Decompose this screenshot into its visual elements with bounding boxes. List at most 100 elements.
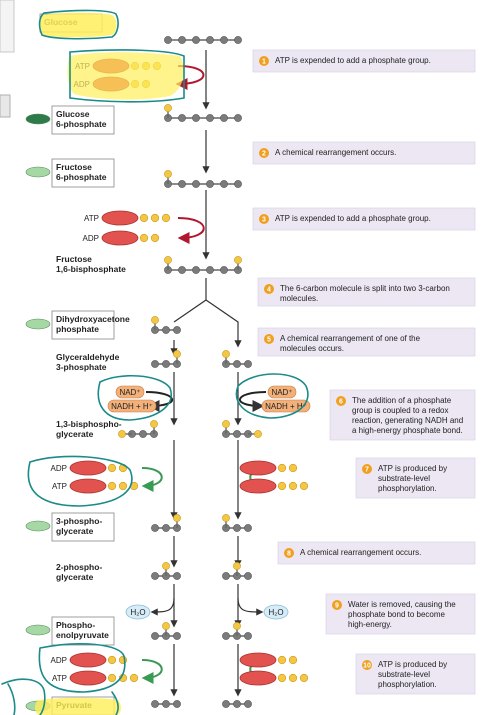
molecule-label-line: Glyceraldehyde — [56, 352, 120, 362]
carbon-atom — [151, 572, 159, 580]
phosphate-group — [118, 430, 126, 438]
carbon-atom — [173, 632, 181, 640]
carbon-atom — [178, 180, 186, 188]
phosphate-group — [234, 256, 242, 264]
step-box — [329, 389, 476, 441]
molecule-label-line: 1,6-bisphosphate — [56, 264, 126, 274]
water-right: H₂O — [263, 604, 289, 620]
pathway-arrows — [170, 50, 242, 697]
adp-molecule-right-step7 — [239, 460, 298, 476]
1-3-bisphosphoglycerate-left — [118, 420, 158, 438]
left-panel-edge — [0, 0, 15, 53]
nadh-label: NADH + H⁺ — [265, 402, 307, 411]
molecule-tab-icon — [25, 113, 51, 125]
molecule-label-box — [51, 616, 115, 646]
pen-stroke-margin — [7, 683, 16, 715]
carbon-atom — [233, 700, 241, 708]
2-phosphoglycerate-left — [151, 562, 181, 580]
left-panel-button[interactable] — [0, 94, 11, 118]
step-box — [257, 327, 476, 357]
atp-label: ATP — [52, 674, 67, 683]
adp-to-atp-arrow-left-step10 — [141, 659, 163, 684]
step-number-badge — [259, 214, 269, 224]
carbon-atom — [233, 524, 241, 532]
step-text-line: substrate-level — [378, 474, 430, 483]
carbon-atom — [192, 114, 200, 122]
step-number: 10 — [363, 663, 371, 670]
water-label: H₂O — [268, 608, 283, 617]
carbon-atom — [178, 36, 186, 44]
step-text-line: The addition of a phosphate — [352, 396, 452, 405]
water-label: H₂O — [130, 608, 145, 617]
step-text-line: molecules. — [280, 294, 318, 303]
carbon-atom — [151, 524, 159, 532]
step-text-line: A chemical rearrangement of one of the — [280, 334, 421, 343]
carbon-atom — [151, 632, 159, 640]
step-text-line: a high-energy phosphate bond. — [352, 426, 463, 435]
nad-plus-right: NAD⁺ — [267, 385, 297, 399]
adp-label: ADP — [51, 656, 67, 665]
carbon-atom — [233, 360, 241, 368]
phosphate-group — [150, 420, 158, 428]
carbon-atom — [178, 266, 186, 274]
highlighter-glucose — [39, 12, 117, 38]
step-number-badge — [264, 334, 274, 344]
glyceraldehyde-3-phosphate-right — [222, 350, 252, 368]
carbon-atom — [162, 524, 170, 532]
pyruvate-right — [222, 700, 252, 708]
phosphate-group — [162, 622, 170, 630]
carbon-atom — [162, 360, 170, 368]
carbon-atom — [206, 36, 214, 44]
molecule-label-box — [51, 310, 115, 340]
carbon-atom — [244, 632, 252, 640]
2-phosphoglycerate-right — [222, 562, 252, 580]
carbon-atom — [151, 360, 159, 368]
molecule-label-line: enolpyruvate — [56, 630, 109, 640]
step-number: 5 — [267, 337, 271, 344]
carbon-atom — [173, 572, 181, 580]
phosphate-group — [164, 256, 172, 264]
phosphate-group — [173, 350, 181, 358]
step-text-line: ATP is produced by — [378, 464, 447, 473]
molecule-label-line: glycerate — [56, 572, 94, 582]
step-number: 6 — [339, 399, 343, 406]
adp-to-atp-arrow-left-step7 — [141, 467, 163, 492]
molecule-label-box — [51, 158, 115, 188]
molecule-label-line: 1,3-bisphospho- — [56, 419, 122, 429]
molecule-label-line: 2-phospho- — [56, 562, 102, 572]
molecule-label: 1,3-bisphospho-glycerate — [56, 419, 122, 439]
step-text-line: ATP is produced by — [378, 660, 447, 669]
pen-circle-adp-atp-step7 — [27, 455, 133, 507]
step-number-badge — [264, 284, 274, 294]
nad_plus-label: NAD⁺ — [271, 388, 292, 397]
carbon-atom — [151, 700, 159, 708]
molecule-tab-icon — [25, 166, 51, 178]
carbon-atom — [234, 36, 242, 44]
step-box — [252, 49, 476, 73]
nad-plus-left: NAD⁺ — [115, 385, 145, 399]
carbon-atom — [173, 326, 181, 334]
step-number: 1 — [262, 59, 266, 66]
1-3-bisphosphoglycerate-right — [222, 420, 262, 438]
carbon-atom — [234, 180, 242, 188]
pyruvate-left — [151, 700, 181, 708]
carbon-atom — [162, 700, 170, 708]
adp-label: ADP — [83, 234, 99, 243]
molecule-label: Phospho-enolpyruvate — [25, 616, 115, 646]
atp-label: ATP — [52, 482, 67, 491]
phosphate-group — [164, 170, 172, 178]
molecule-layer: ATPADPATPADPADPATPADPATPNAD⁺NADH + H⁺NAD… — [51, 36, 311, 708]
step-number: 2 — [262, 151, 266, 158]
phosphate-group — [162, 562, 170, 570]
nad_plus-label: NAD⁺ — [119, 388, 140, 397]
step-text-line: group is coupled to a redox — [352, 406, 449, 415]
step-text-line: ATP is expended to add a phosphate group… — [275, 214, 431, 223]
phosphate-group — [233, 562, 241, 570]
step-number: 8 — [287, 551, 291, 558]
carbon-atom — [162, 326, 170, 334]
molecule-label: 2-phospho-glycerate — [56, 562, 102, 582]
